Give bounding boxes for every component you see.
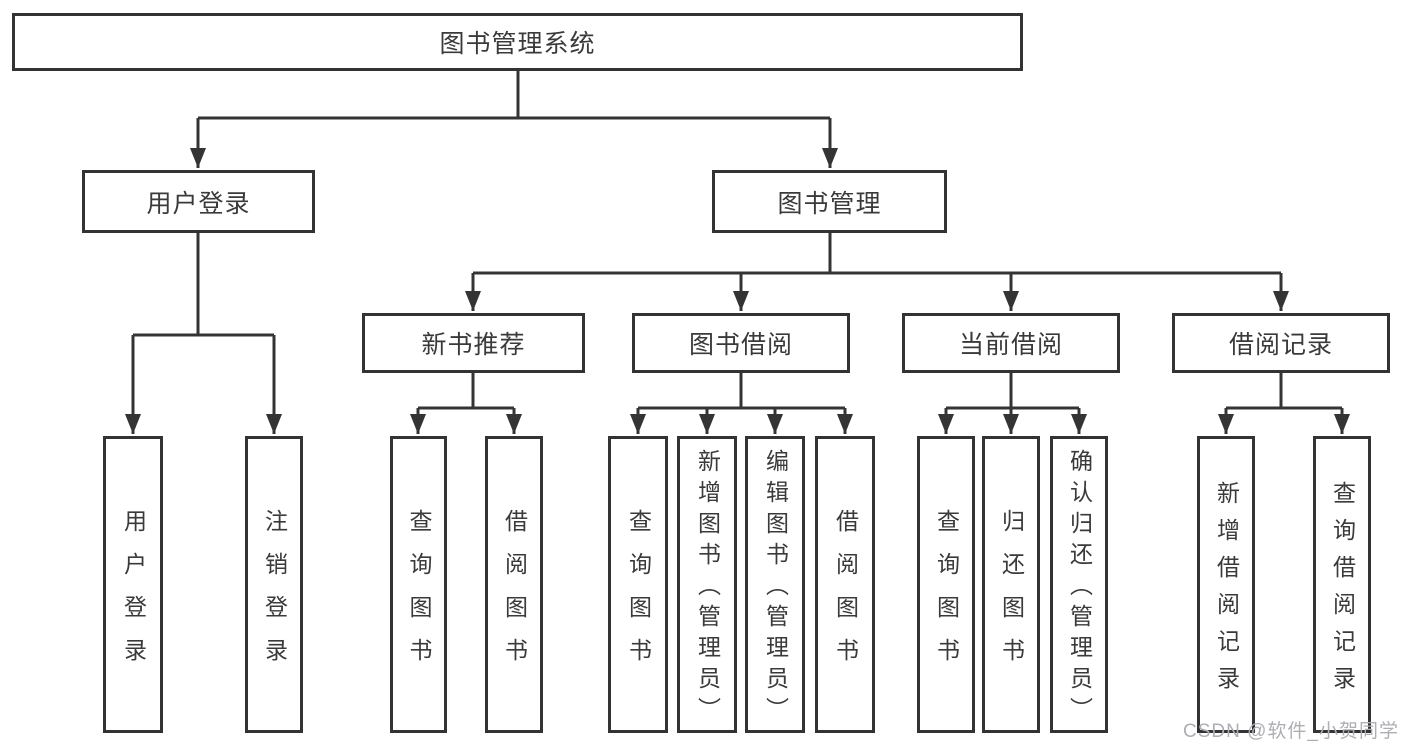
leaf-newbook-query-books: 查询图书: [390, 436, 447, 733]
connector-book-mgmt-children: [465, 233, 1289, 311]
leaf-current-query-books: 查询图书: [917, 436, 975, 733]
node-new-book-recommend: 新书推荐: [362, 313, 585, 373]
node-book-borrow: 图书借阅: [632, 313, 850, 373]
connector-borrow-records-children: [1218, 373, 1350, 434]
connector-current-borrow-children: [938, 373, 1087, 434]
connector-user-login-children: [125, 233, 282, 434]
node-book-management: 图书管理: [712, 170, 947, 233]
csdn-watermark: CSDN @软件_小贺同学: [1183, 721, 1399, 742]
leaf-edit-books-admin: 编辑图书（管理员）: [745, 436, 805, 733]
connector-root-to-level1: [190, 71, 838, 168]
leaf-logout: 注销登录: [245, 436, 303, 733]
node-current-borrow: 当前借阅: [902, 313, 1120, 373]
leaf-newbook-borrow-books: 借阅图书: [485, 436, 543, 733]
leaf-query-borrow-record: 查询借阅记录: [1313, 436, 1371, 733]
connector-book-borrow-children: [630, 373, 853, 434]
leaf-return-books: 归还图书: [982, 436, 1040, 733]
node-borrow-records: 借阅记录: [1172, 313, 1390, 373]
leaf-borrow-query-books: 查询图书: [608, 436, 668, 733]
leaf-add-books-admin: 新增图书（管理员）: [677, 436, 737, 733]
leaf-user-login: 用户登录: [103, 436, 163, 733]
leaf-add-borrow-record: 新增借阅记录: [1197, 436, 1255, 733]
leaf-confirm-return-admin: 确认归还（管理员）: [1050, 436, 1108, 733]
node-root-system: 图书管理系统: [12, 13, 1023, 71]
node-user-login: 用户登录: [82, 170, 315, 233]
connector-new-book-children: [410, 373, 522, 434]
leaf-borrow-books: 借阅图书: [815, 436, 875, 733]
